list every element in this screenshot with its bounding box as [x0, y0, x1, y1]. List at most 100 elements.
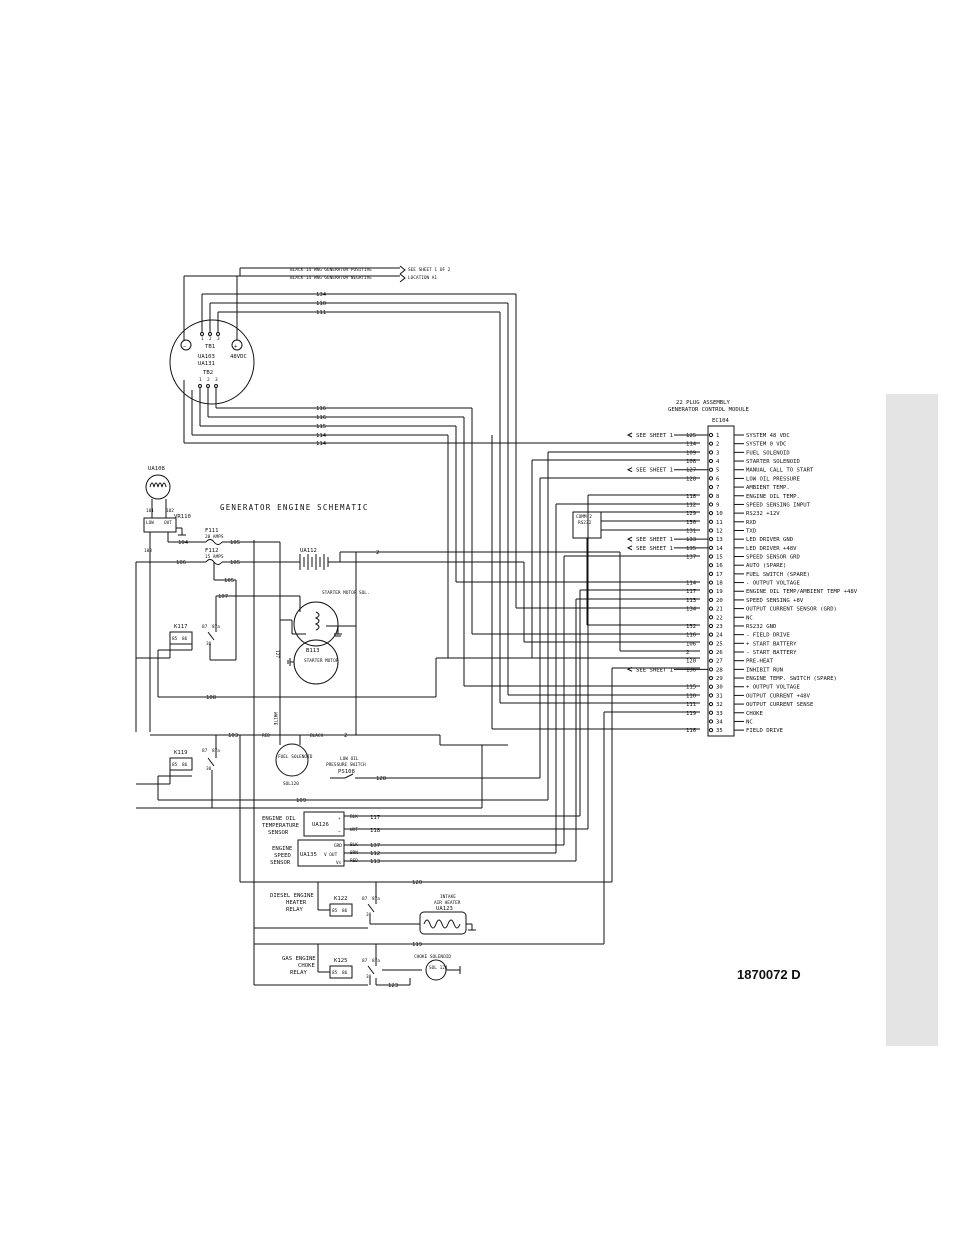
plug-pin-socket: [708, 450, 714, 455]
b113-label: B113: [306, 648, 319, 654]
v48-label: 48VDC: [230, 354, 247, 360]
plug-pin-number: 18: [716, 581, 723, 587]
f111-rating: 20 AMPS: [205, 534, 224, 540]
red-label: RED: [262, 733, 270, 739]
plug-wire-number: 131: [686, 528, 696, 534]
plug-pin-socket: [708, 571, 714, 576]
plug-wire-number: 119: [686, 711, 696, 717]
plug-pin-socket: [708, 458, 714, 464]
plug-pin-number: 23: [716, 624, 723, 630]
cable-negative-label: BLACK 14 AWG GENERATOR NEGATIVE: [290, 275, 372, 281]
wire-116-label: 116: [316, 406, 326, 412]
wire-114b-label: 114: [316, 441, 327, 447]
ess-label-2: SPEED: [274, 853, 291, 859]
vr110-label: VR110: [174, 514, 191, 520]
wire-127-label: 127: [274, 650, 280, 658]
ua131-label: UA131: [198, 361, 215, 367]
side-tab: [886, 394, 938, 1046]
plug-row: 17 FUEL SWITCH (SPARE): [708, 571, 810, 578]
plug-pin-function: FUEL SWITCH (SPARE): [746, 572, 810, 578]
plug-wire-number: 128: [686, 476, 697, 482]
k125-87: 87: [362, 958, 368, 964]
plug-pin-socket: [708, 493, 714, 498]
plug-pin-number: 14: [716, 546, 723, 552]
plug-pin-socket: [708, 502, 714, 507]
plug-ref: EC104: [712, 418, 729, 424]
plug-pin-function: SPEED SENSOR GRD: [746, 555, 801, 561]
k125-86: 86: [342, 970, 348, 976]
plug-pin-function: NC: [746, 615, 753, 621]
plug-pin-function: - START BATTERY: [746, 650, 797, 656]
f111-label: F111: [205, 528, 218, 534]
plug-pin-number: 19: [716, 589, 723, 595]
f112-rating: 15 AMPS: [205, 554, 224, 560]
plug-wire-number: 114: [686, 581, 697, 587]
plug-pin-function: RS232 GND: [746, 624, 777, 630]
plug-pin-number: 2: [716, 442, 719, 448]
wire-112-label: 112: [370, 851, 380, 857]
tb1-pin-1: 1: [201, 336, 204, 342]
wire-106-label: 106: [176, 560, 186, 566]
wire-114a-label: 114: [316, 433, 327, 439]
see-sheet-arrow: [626, 545, 633, 551]
see-sheet-arrow: [626, 536, 633, 542]
plug-pin-number: 11: [716, 520, 723, 526]
plug-wire-number: 132: [686, 624, 696, 630]
ua103-label: UA103: [198, 354, 215, 360]
plug-see-sheet: SEE SHEET 1: [636, 537, 673, 543]
plug-pin-number: 17: [716, 572, 723, 578]
plug-see-sheet: SEE SHEET 1: [636, 667, 673, 673]
plug-pin-number: 27: [716, 659, 723, 665]
rs232-label: RS232: [578, 520, 592, 526]
wire-2b-label: 2: [344, 733, 347, 739]
k117-85: 85: [172, 636, 178, 642]
wire-111-label: 111: [316, 310, 326, 316]
k122-87: 87: [362, 896, 368, 902]
plug-wire-number: 110: [686, 693, 696, 699]
ess-label-3: SENSOR: [270, 860, 291, 866]
plug-pin-function: MANUAL CALL TO START: [746, 468, 814, 474]
wire-105c-label: 105: [224, 578, 234, 584]
schematic-title: GENERATOR ENGINE SCHEMATIC: [220, 503, 369, 512]
sol124-label: SOL 124: [429, 965, 448, 971]
plug-pin-socket: [708, 580, 714, 585]
k117-86: 86: [182, 636, 188, 642]
plug-pin-function: FIELD DRIVE: [746, 728, 784, 734]
wire-137-label: 137: [370, 843, 380, 849]
tb1-pin-3: 3: [217, 336, 220, 342]
plug-pin-function: STARTER SOLENOID: [746, 459, 801, 465]
eot-label-1: ENGINE OIL: [262, 816, 296, 822]
wire-120-label: 120: [412, 880, 422, 886]
plug-pin-socket: [708, 563, 714, 568]
engine-speed-sensor: ENGINE SPEED SENSOR UA135 V OUT GRD Vs B…: [270, 504, 577, 867]
plug-pin-number: 1: [716, 433, 719, 439]
see-sheet-ref: SEE SHEET 1 OF 2: [408, 267, 451, 273]
plug-pin-socket: [708, 519, 714, 524]
vr-out-label: OUT: [164, 520, 172, 526]
pressure-switch-label: PRESSURE SWITCH: [326, 762, 366, 768]
k122-85: 85: [332, 908, 338, 914]
plug-pin-socket: [708, 537, 714, 542]
plug-feeders: [356, 435, 700, 808]
vr-low-label: LOW: [146, 520, 154, 526]
plug-pin-function: SPEED SENSING INPUT: [746, 502, 811, 508]
plug-pin-number: 26: [716, 650, 723, 656]
plug-pin-socket: [708, 597, 714, 603]
fuel-solenoid: FUEL SOLENOID SOL120: [275, 735, 313, 787]
plug-wire-number: 114: [686, 442, 697, 448]
starter-motor-label: STARTER MOTOR: [304, 658, 339, 664]
plug-pin-number: 22: [716, 615, 723, 621]
k117-87: 87: [202, 624, 208, 630]
wire-102-label: 102: [166, 508, 174, 514]
plug-pin-socket: [708, 693, 714, 698]
plug-pin-socket: [708, 545, 714, 550]
plug-pin-number: 31: [716, 693, 723, 699]
